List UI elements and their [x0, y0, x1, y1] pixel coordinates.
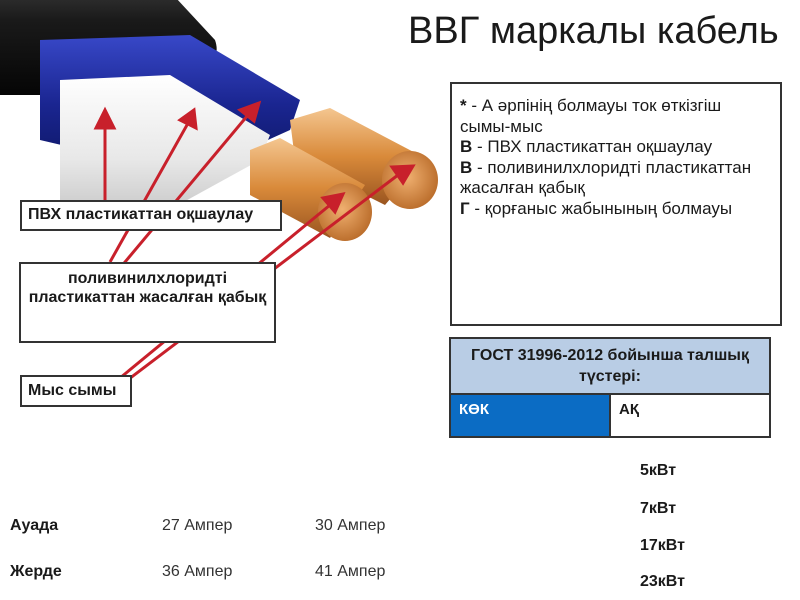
legend-text: - қорғаныс жабынының болмауы: [469, 198, 733, 218]
arrowhead-sheath: [93, 106, 117, 130]
arrowhead-blue-insulation: [236, 100, 262, 124]
arrow-white-insulation: [108, 124, 189, 263]
lower-copper-end: [318, 183, 372, 241]
arrow-blue-insulation: [118, 114, 250, 269]
arrowhead-white-insulation: [177, 107, 198, 131]
legend-key: В: [460, 137, 473, 156]
current-label-air: Ауада: [10, 517, 59, 534]
power-value: 5кВт: [640, 462, 677, 479]
arrowhead-copper-upper: [389, 164, 416, 186]
legend-key: Г: [460, 198, 470, 218]
callout-pvc-insulation: ПВХ пластикаттан оқшаулау: [20, 200, 282, 231]
gost-color-white: АҚ: [609, 393, 771, 438]
arrowhead-copper-lower: [320, 191, 346, 215]
marking-legend: * - А әрпінің болмауы ток өткізгіш сымы-…: [450, 82, 782, 326]
gost-table-header: ГОСТ 31996-2012 бойынша талшық түстері:: [449, 337, 771, 395]
gost-color-blue: КӨК: [449, 393, 611, 438]
power-value: 7кВт: [640, 500, 677, 517]
legend-key: *: [460, 96, 467, 115]
current-label-ground: Жерде: [10, 563, 62, 580]
power-value: 23кВт: [640, 573, 685, 590]
legend-text: - поливинилхлоридті пластикаттан жасалға…: [460, 157, 752, 198]
gost-color-table: ГОСТ 31996-2012 бойынша талшық түстері: …: [449, 337, 771, 438]
callout-copper-wire: Мыс сымы: [20, 375, 132, 407]
white-core-insulation: [60, 75, 270, 215]
legend-item: В - поливинилхлоридті пластикаттан жасал…: [460, 158, 772, 199]
page-title: ВВГ маркалы кабель: [408, 10, 779, 52]
legend-item: * - А әрпінің болмауы ток өткізгіш сымы-…: [460, 96, 772, 137]
legend-item: Г - қорғаныс жабынының болмауы: [460, 199, 772, 220]
legend-item: В - ПВХ пластикаттан оқшаулау: [460, 137, 772, 158]
legend-key: В: [460, 157, 473, 177]
current-value: 36 Ампер: [162, 563, 233, 580]
legend-text: - ПВХ пластикаттан оқшаулау: [472, 137, 713, 156]
power-value: 17кВт: [640, 537, 685, 554]
current-value: 30 Ампер: [315, 517, 386, 534]
callout-pvc-sheath: поливинилхлоридті пластикаттан жасалған …: [19, 262, 276, 343]
current-value: 27 Ампер: [162, 517, 233, 534]
legend-text: - А әрпінің болмауы ток өткізгіш сымы-мы…: [460, 96, 722, 136]
current-value: 41 Ампер: [315, 563, 386, 580]
